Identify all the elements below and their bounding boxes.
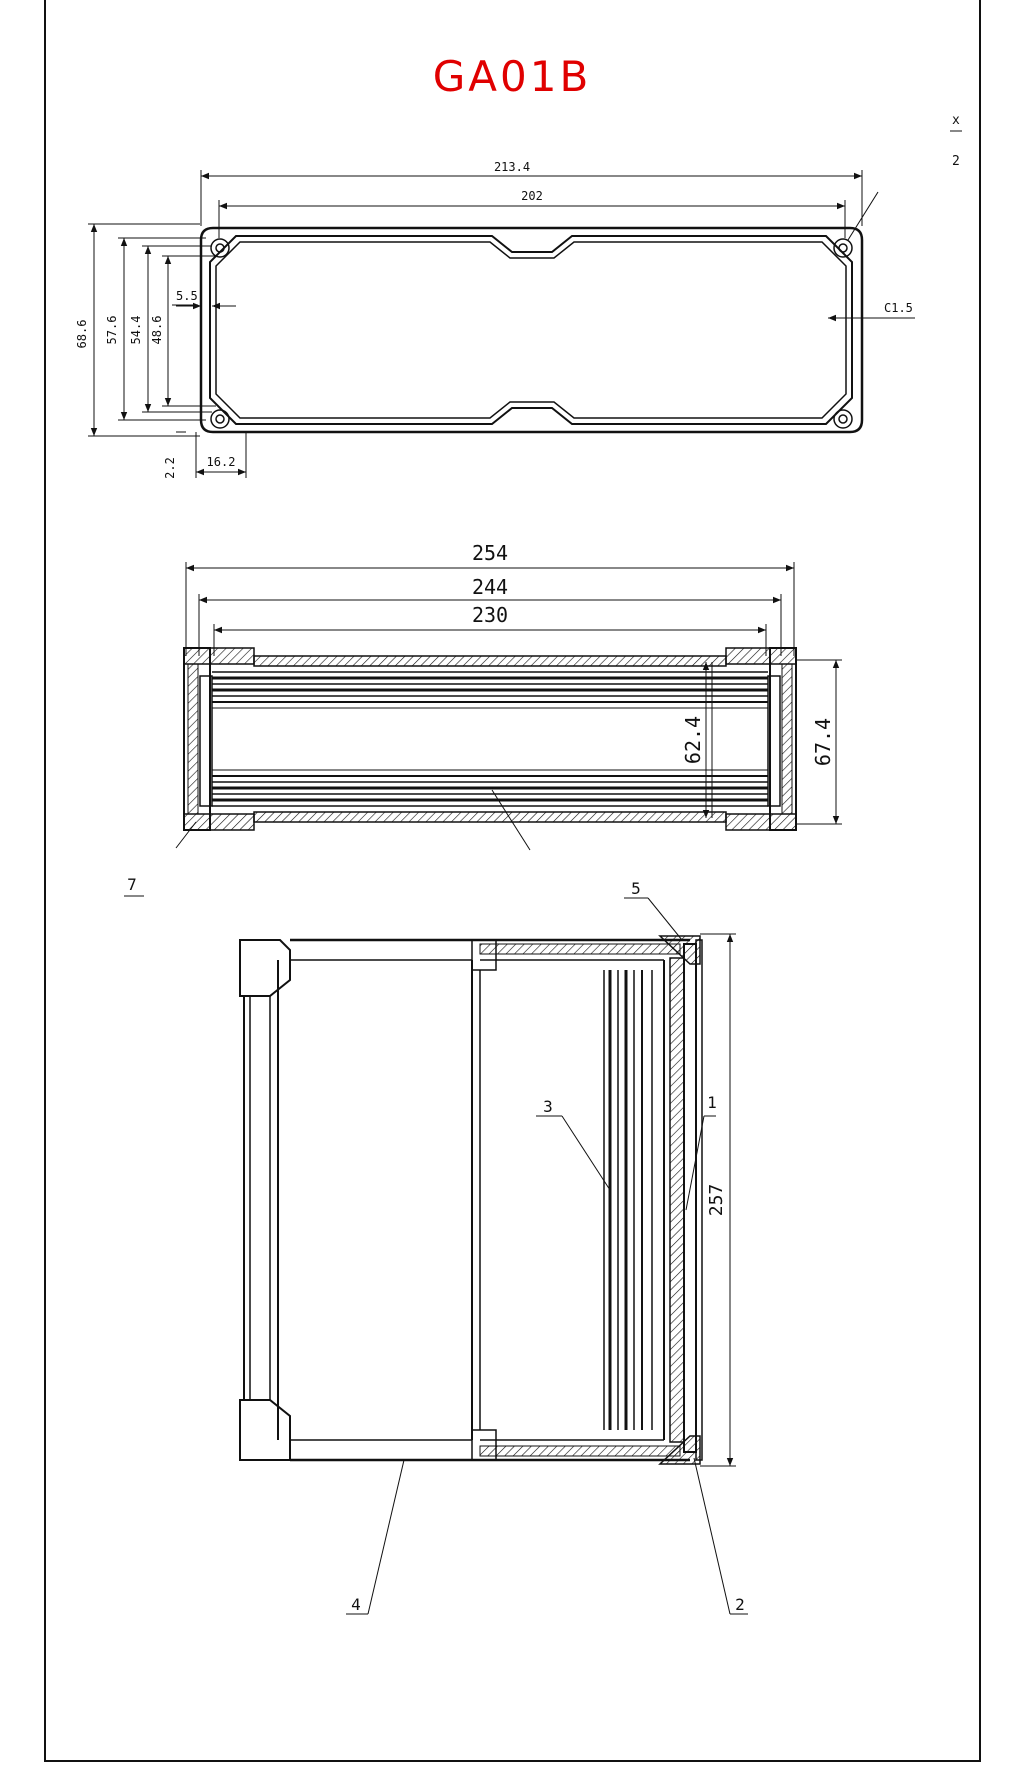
top-view-gasket-inner — [215, 241, 847, 419]
dim-length-2: 244 — [472, 575, 508, 599]
dim-overall-length: 254 — [472, 541, 508, 565]
dim-inner-height-2: 54.4 — [129, 316, 143, 345]
callout-2: 2 — [735, 1595, 745, 1614]
dim-corner-width: 16.2 — [207, 455, 236, 469]
dim-chamfer: C1.5 — [884, 301, 913, 315]
front-view — [239, 897, 748, 1615]
top-view — [88, 170, 915, 478]
dim-overall-width: 213.4 — [494, 160, 530, 174]
dim-total-height: 257 — [706, 1184, 727, 1217]
dim-outer-height: 67.4 — [811, 718, 835, 766]
dim-overall-height: 68.6 — [75, 320, 89, 349]
callout-3: 3 — [543, 1097, 553, 1116]
top-view-gasket-outer — [209, 235, 853, 425]
drawing-title: GA01B — [432, 52, 592, 101]
top-view-outline — [199, 226, 864, 434]
dim-inner-height-3: 48.6 — [150, 316, 164, 345]
screw-hole — [833, 238, 853, 258]
page-border — [44, 0, 981, 1762]
side-view — [124, 562, 842, 897]
dim-corner-offset: 2.2 — [163, 457, 177, 479]
screw-hole — [210, 409, 230, 429]
dim-inner-height: 62.4 — [681, 716, 705, 764]
dim-length-3: 230 — [472, 603, 508, 627]
callout-4: 4 — [351, 1595, 361, 1614]
callout-5: 5 — [631, 879, 641, 898]
dim-wall-offset: 5.5 — [176, 289, 198, 303]
dim-inner-height-1: 57.6 — [105, 316, 119, 345]
callout-7: 7 — [127, 875, 137, 894]
screw-hole — [210, 238, 230, 258]
callout-1: 1 — [707, 1093, 717, 1112]
corner-mark-x: x — [952, 113, 960, 128]
dim-hole-spacing: 202 — [521, 189, 543, 203]
corner-mark-2: 2 — [952, 154, 960, 169]
screw-hole — [833, 409, 853, 429]
